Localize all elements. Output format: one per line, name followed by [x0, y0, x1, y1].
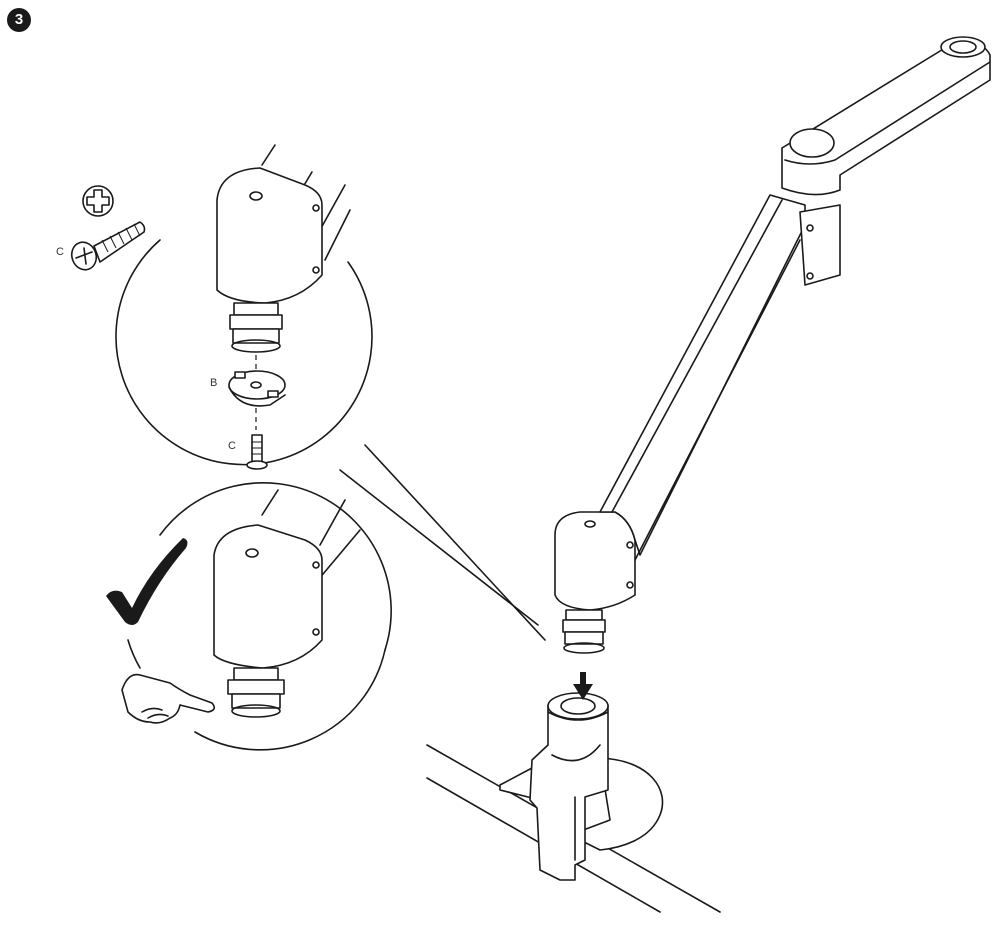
detail-circle-assembled: [127, 481, 392, 751]
screw-part-c: [70, 221, 146, 271]
step-number-badge: 3: [7, 8, 31, 32]
long-arm-link: [599, 194, 806, 561]
phillips-screwdriver-icon: [82, 185, 114, 217]
label-screw-c: C: [56, 246, 64, 258]
lower-arm-joint: [554, 511, 636, 654]
down-arrow-icon: [573, 672, 593, 700]
callout-lines: [339, 444, 546, 641]
pointing-hand-icon: [121, 673, 216, 724]
upper-arm: [781, 36, 991, 286]
desk-clamp-base: [499, 692, 664, 881]
detail-circle-exploded: [115, 144, 373, 470]
label-washer-b: B: [210, 377, 218, 389]
checkmark-icon: [106, 538, 188, 625]
label-screw-c-detail: C: [228, 440, 236, 452]
